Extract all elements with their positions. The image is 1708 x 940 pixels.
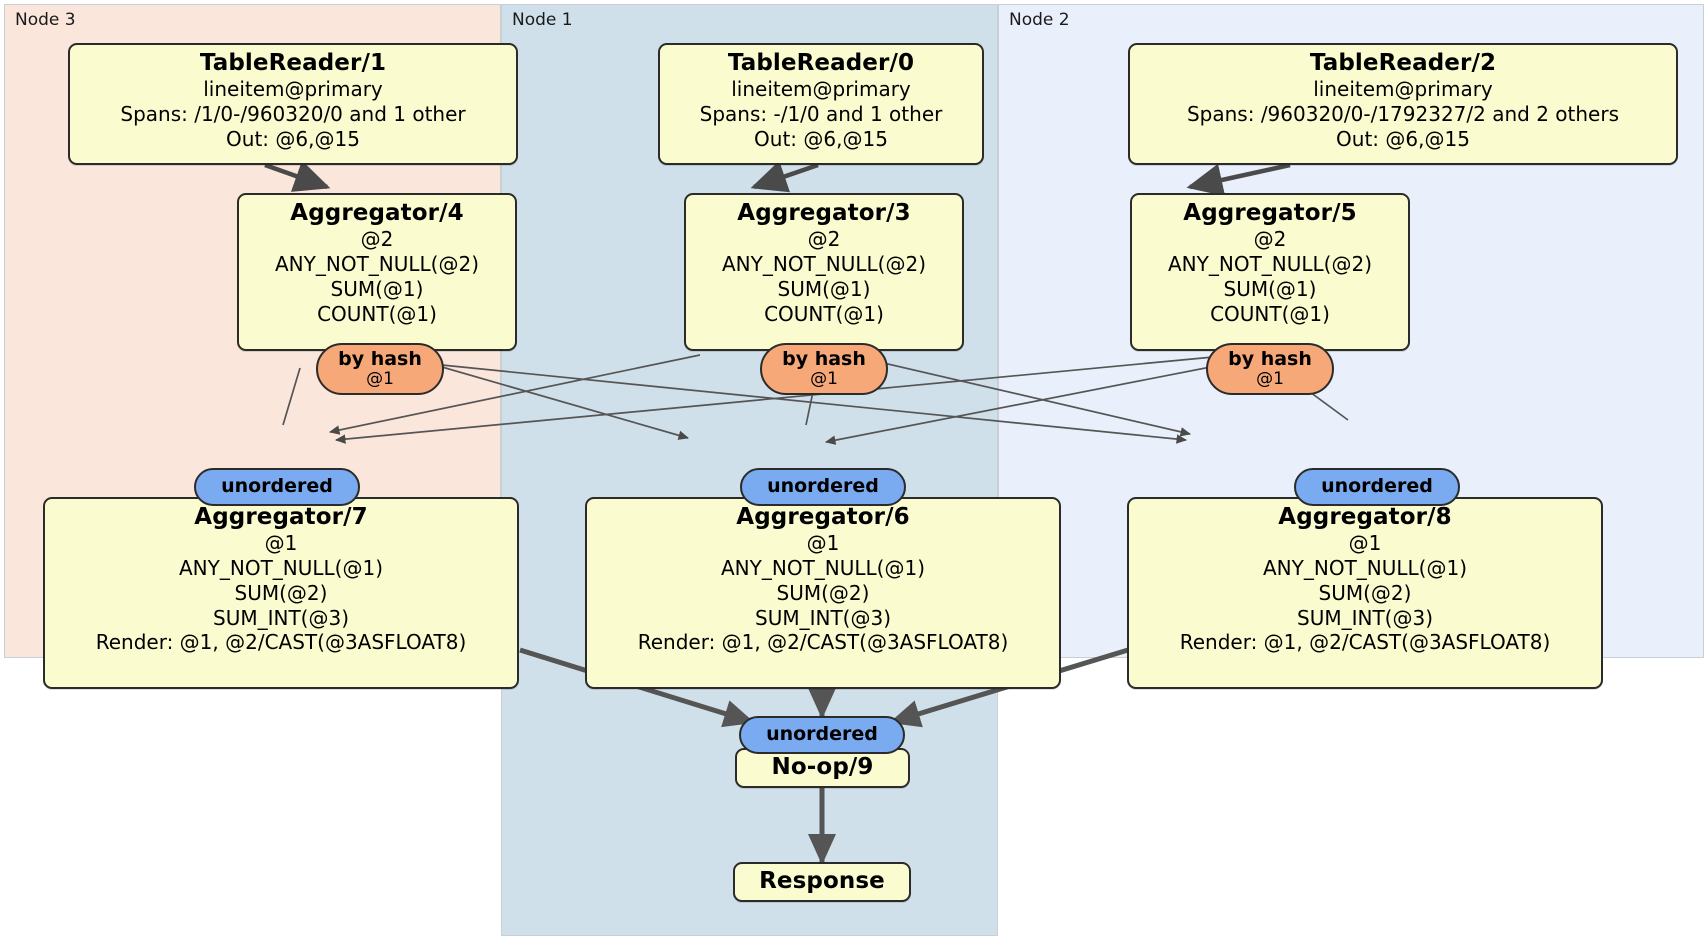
- router-by-hash-left[interactable]: by hash @1: [316, 343, 444, 395]
- processor-title: Response: [759, 868, 885, 895]
- processor-line: @2: [1253, 227, 1287, 252]
- router-by-hash-center[interactable]: by hash @1: [760, 343, 888, 395]
- processor-line: Spans: /960320/0-/1792327/2 and 2 others: [1186, 101, 1619, 126]
- processor-line: ANY_NOT_NULL(@2): [275, 251, 479, 276]
- processor-tablereader-0[interactable]: TableReader/0 lineitem@primary Spans: -/…: [658, 43, 984, 165]
- processor-aggregator-3[interactable]: Aggregator/3 @2 ANY_NOT_NULL(@2) SUM(@1)…: [684, 193, 964, 351]
- processor-line: COUNT(@1): [1210, 301, 1330, 326]
- processor-line: Render: @1, @2/CAST(@3ASFLOAT8): [1179, 630, 1551, 655]
- synchronizer-title: unordered: [766, 723, 878, 746]
- router-by-hash-right[interactable]: by hash @1: [1206, 343, 1334, 395]
- processor-line: @1: [806, 531, 840, 556]
- synchronizer-unordered-left[interactable]: unordered: [194, 468, 360, 506]
- processor-title: Aggregator/8: [1278, 504, 1452, 530]
- synchronizer-title: unordered: [1321, 475, 1433, 498]
- synchronizer-unordered-final[interactable]: unordered: [739, 716, 905, 754]
- processor-line: lineitem@primary: [731, 77, 911, 102]
- processor-aggregator-5[interactable]: Aggregator/5 @2 ANY_NOT_NULL(@2) SUM(@1)…: [1130, 193, 1410, 351]
- processor-title: TableReader/0: [727, 50, 915, 76]
- panel-node-1-label: Node 1: [512, 10, 573, 30]
- processor-response[interactable]: Response: [733, 862, 911, 902]
- synchronizer-unordered-center[interactable]: unordered: [740, 468, 906, 506]
- router-subtitle: @1: [1256, 369, 1284, 390]
- processor-title: No-op/9: [771, 754, 874, 781]
- processor-line: ANY_NOT_NULL(@1): [1263, 555, 1467, 580]
- synchronizer-title: unordered: [221, 475, 333, 498]
- processor-title: Aggregator/3: [737, 200, 911, 226]
- processor-title: Aggregator/5: [1183, 200, 1357, 226]
- processor-aggregator-6[interactable]: Aggregator/6 @1 ANY_NOT_NULL(@1) SUM(@2)…: [585, 497, 1061, 689]
- router-title: by hash: [782, 347, 866, 370]
- processor-line: ANY_NOT_NULL(@1): [721, 555, 925, 580]
- processor-line: @1: [264, 531, 298, 556]
- processor-tablereader-1[interactable]: TableReader/1 lineitem@primary Spans: /1…: [68, 43, 518, 165]
- processor-tablereader-2[interactable]: TableReader/2 lineitem@primary Spans: /9…: [1128, 43, 1678, 165]
- processor-line: COUNT(@1): [764, 301, 884, 326]
- processor-line: SUM(@1): [777, 276, 871, 301]
- processor-aggregator-8[interactable]: Aggregator/8 @1 ANY_NOT_NULL(@1) SUM(@2)…: [1127, 497, 1603, 689]
- processor-line: Render: @1, @2/CAST(@3ASFLOAT8): [95, 630, 467, 655]
- processor-line: ANY_NOT_NULL(@1): [179, 555, 383, 580]
- processor-aggregator-4[interactable]: Aggregator/4 @2 ANY_NOT_NULL(@2) SUM(@1)…: [237, 193, 517, 351]
- processor-line: ANY_NOT_NULL(@2): [1168, 251, 1372, 276]
- processor-line: SUM(@2): [1318, 580, 1412, 605]
- processor-line: lineitem@primary: [1313, 77, 1493, 102]
- processor-line: SUM_INT(@3): [755, 605, 891, 630]
- processor-line: Spans: /1/0-/960320/0 and 1 other: [120, 101, 466, 126]
- processor-title: Aggregator/7: [194, 504, 368, 530]
- processor-line: SUM(@2): [776, 580, 870, 605]
- router-title: by hash: [338, 347, 422, 370]
- processor-line: @2: [807, 227, 841, 252]
- panel-node-3-label: Node 3: [15, 10, 76, 30]
- processor-title: Aggregator/4: [290, 200, 464, 226]
- synchronizer-title: unordered: [767, 475, 879, 498]
- processor-title: Aggregator/6: [736, 504, 910, 530]
- router-subtitle: @1: [810, 369, 838, 390]
- processor-line: Out: @6,@15: [226, 126, 360, 151]
- router-subtitle: @1: [366, 369, 394, 390]
- processor-line: Out: @6,@15: [754, 126, 888, 151]
- processor-line: SUM(@1): [330, 276, 424, 301]
- processor-title: TableReader/2: [1309, 50, 1497, 76]
- synchronizer-unordered-right[interactable]: unordered: [1294, 468, 1460, 506]
- processor-line: @2: [360, 227, 394, 252]
- processor-line: Render: @1, @2/CAST(@3ASFLOAT8): [637, 630, 1009, 655]
- processor-line: lineitem@primary: [203, 77, 383, 102]
- processor-no-op-9[interactable]: No-op/9: [735, 748, 910, 788]
- processor-title: TableReader/1: [199, 50, 387, 76]
- router-title: by hash: [1228, 347, 1312, 370]
- processor-line: ANY_NOT_NULL(@2): [722, 251, 926, 276]
- processor-line: Spans: -/1/0 and 1 other: [699, 101, 943, 126]
- processor-line: @1: [1348, 531, 1382, 556]
- processor-line: SUM(@2): [234, 580, 328, 605]
- processor-line: SUM_INT(@3): [213, 605, 349, 630]
- processor-line: SUM(@1): [1223, 276, 1317, 301]
- processor-aggregator-7[interactable]: Aggregator/7 @1 ANY_NOT_NULL(@1) SUM(@2)…: [43, 497, 519, 689]
- processor-line: Out: @6,@15: [1336, 126, 1470, 151]
- panel-node-2-label: Node 2: [1009, 10, 1070, 30]
- processor-line: SUM_INT(@3): [1297, 605, 1433, 630]
- processor-line: COUNT(@1): [317, 301, 437, 326]
